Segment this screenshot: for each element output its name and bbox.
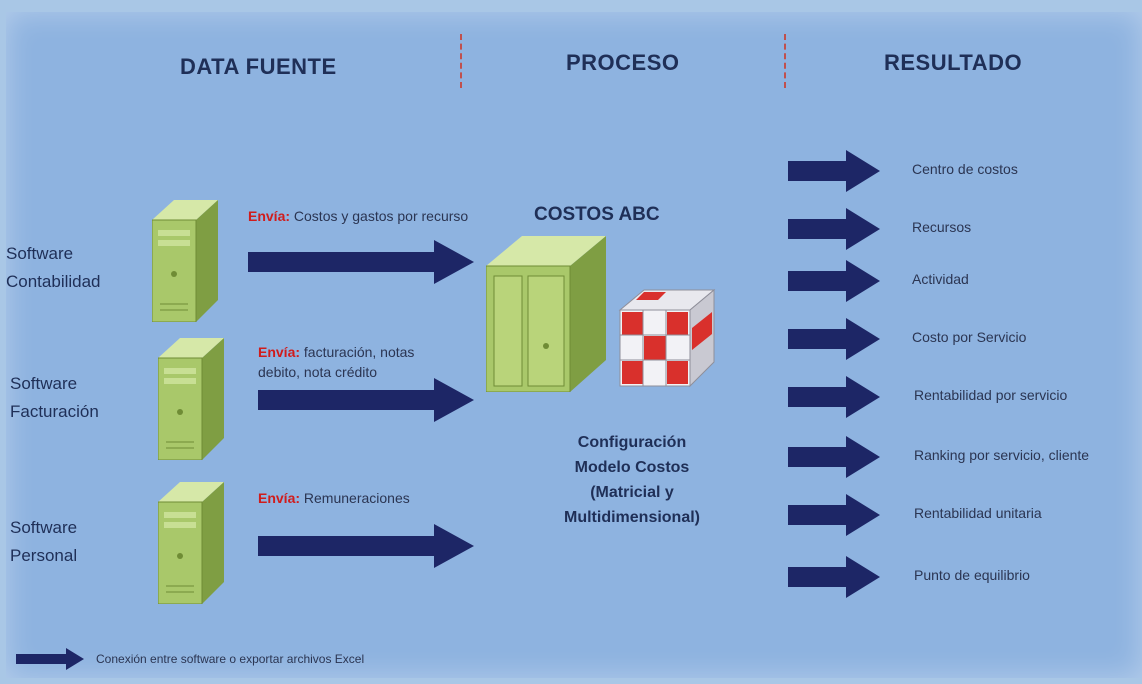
envia-text-facturacion: Envía: facturación, notas debito, nota c… [258,342,438,382]
source-label-line1: Software [10,374,78,393]
cube-icon [610,286,720,390]
result-item: Recursos [912,219,972,235]
envia-keyword: Envía: [258,344,301,360]
result-item: Actividad [912,271,969,287]
result-item: Centro de costos [912,161,1018,177]
config-line: Modelo Costos [574,459,690,476]
server-icon [158,482,224,604]
arrow-contabilidad-to-abc [248,240,474,284]
envia-detail: Remuneraciones [300,490,410,506]
config-model-text: Configuración Modelo Costos (Matricial y… [542,430,722,530]
header-data-fuente: DATA FUENTE [180,54,337,79]
result-arrow [788,436,880,478]
arrow-facturacion-to-abc [258,378,474,422]
envia-keyword: Envía: [258,490,301,506]
config-line: Configuración [577,434,687,451]
result-item: Punto de equilibrio [914,567,1030,583]
legend-arrow [16,648,84,670]
result-arrow [788,556,880,598]
result-item: Costo por Servicio [912,329,1027,345]
envia-text-personal: Envía: Remuneraciones [258,488,478,508]
source-label-line1: Software [6,244,74,263]
source-label-line1: Software [10,518,78,537]
server-icon [158,338,224,460]
header-separator-2 [784,34,786,88]
source-label-line2: Personal [10,546,78,565]
header-resultado: RESULTADO [884,50,1023,75]
source-label-contabilidad: Software Contabilidad [6,240,101,296]
envia-keyword: Envía: [248,208,291,224]
result-arrow [788,376,880,418]
result-item: Rentabilidad unitaria [914,505,1042,521]
result-item: Ranking por servicio, cliente [914,447,1090,463]
source-label-facturacion: Software Facturación [10,370,99,426]
result-arrow [788,208,880,250]
result-arrow [788,318,880,360]
diagram-canvas: DATA FUENTE PROCESO RESULTADO Software C… [6,12,1142,678]
costos-abc-title: COSTOS ABC [534,204,660,225]
source-label-line2: Facturación [10,402,99,421]
envia-detail: facturación, notas debito, nota crédito [258,344,415,380]
result-item: Rentabilidad por servicio [914,387,1068,403]
result-arrow [788,260,880,302]
envia-detail: Costos y gastos por recurso [290,208,469,224]
config-line: Multidimensional) [564,509,700,526]
source-label-line2: Contabilidad [6,272,101,291]
legend-text: Conexión entre software o exportar archi… [96,652,365,666]
header-separator-1 [460,34,462,88]
result-arrow [788,494,880,536]
server-icon [152,200,218,322]
result-arrow [788,150,880,192]
central-server-icon [486,236,620,392]
arrow-personal-to-abc [258,524,474,568]
envia-text-contabilidad: Envía: Costos y gastos por recurso [248,206,478,226]
config-line: (Matricial y [590,484,674,501]
header-proceso: PROCESO [566,50,680,75]
source-label-personal: Software Personal [10,514,77,570]
